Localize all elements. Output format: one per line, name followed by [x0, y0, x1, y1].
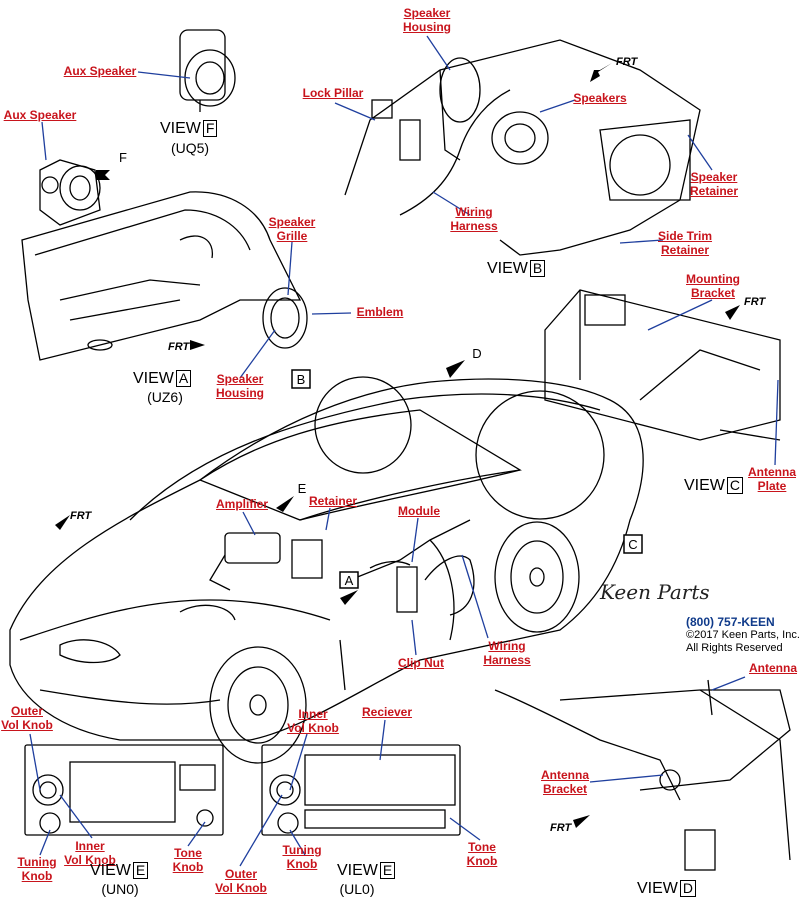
view-e-left-letter: E: [132, 862, 149, 879]
callout-c-box: [623, 534, 643, 554]
callout-f: F: [119, 150, 127, 165]
callout-c: C: [628, 537, 637, 552]
label-lock-pillar: Lock Pillar: [302, 86, 364, 100]
view-a-letter: A: [175, 370, 192, 387]
view-c-letter: C: [726, 477, 744, 494]
label-aux-speaker-left: Aux Speaker: [3, 108, 77, 122]
label-aux-speaker-top: Aux Speaker: [63, 64, 137, 78]
view-f-letter: F: [202, 120, 218, 137]
label-antenna: Antenna: [749, 661, 797, 675]
brand-block: (800) 757-KEEN ©2017 Keen Parts, Inc. Al…: [686, 616, 800, 655]
callout-b-box: [291, 369, 311, 389]
view-d-letter: D: [679, 880, 697, 897]
label-reciever: Reciever: [361, 705, 413, 719]
rear-quarter-illustration: [344, 39, 701, 256]
arrow-f: [96, 168, 124, 180]
arrow-d: [446, 360, 465, 378]
frt-label-car: FRT: [70, 510, 92, 522]
frt-label-d: FRT: [550, 822, 572, 834]
arrow-a: [340, 590, 358, 605]
view-a-code: (UZ6): [147, 389, 183, 405]
brand-rights: All Rights Reserved: [686, 642, 783, 654]
arrow-frt-c: [725, 305, 740, 320]
label-speakers: Speakers: [573, 91, 627, 105]
callout-b: B: [297, 372, 306, 387]
amplifier-illustration: [209, 532, 323, 591]
label-module: Module: [398, 504, 440, 518]
view-e-left-code: (UN0): [101, 881, 139, 897]
brand-copyright: ©2017 Keen Parts, Inc.: [686, 629, 800, 641]
label-amplifier: Amplifier: [215, 497, 269, 511]
frt-label-b: FRT: [616, 56, 638, 68]
radio-unn0-illustration: [24, 744, 224, 836]
antenna-area-illustration: [494, 679, 791, 871]
view-e-right-code: (UL0): [339, 881, 375, 897]
callout-d: D: [472, 346, 481, 361]
brand-phone: (800) 757-KEEN: [686, 615, 775, 629]
view-b-letter: B: [529, 260, 546, 277]
module-illustration: [369, 555, 475, 616]
door-panel-illustration: [21, 191, 308, 361]
arrow-frt-d: [573, 815, 590, 828]
car-illustration: [9, 378, 644, 764]
callout-a: A: [345, 573, 354, 588]
keen-parts-logo: Keen Parts: [600, 580, 710, 604]
frt-label-c: FRT: [744, 296, 766, 308]
arrow-e: [276, 496, 294, 512]
label-emblem: Emblem: [356, 305, 404, 319]
view-e-right-letter: E: [379, 862, 396, 879]
label-clip-nut: Clip Nut: [398, 656, 444, 670]
label-retainer: Retainer: [308, 494, 358, 508]
arrow-frt-car: [55, 515, 70, 530]
callout-a-box: [339, 571, 359, 589]
callout-e: E: [298, 481, 307, 496]
radio-ul0-illustration: [261, 744, 461, 836]
frt-label-a: FRT: [168, 341, 190, 353]
rear-bay-illustration: [544, 289, 781, 441]
view-f-code: (UQ5): [170, 140, 210, 156]
aux-speaker-illustration: [39, 29, 236, 226]
arrow-frt-b: [590, 63, 612, 82]
arrow-frt-a: [190, 340, 205, 350]
